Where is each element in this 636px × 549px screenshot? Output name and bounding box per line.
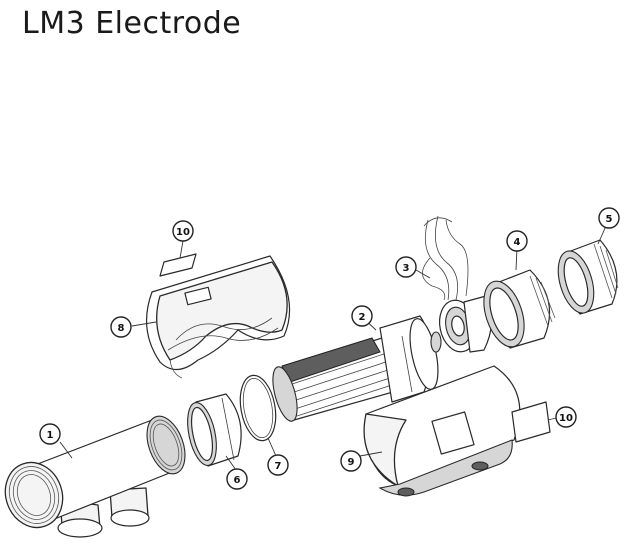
callout-5-label: 5 (606, 214, 613, 225)
callout-2-label: 2 (359, 312, 366, 323)
part-10-label-top (159, 253, 197, 277)
callout-6: 6 (226, 468, 248, 490)
part-5-end-nut (557, 239, 619, 315)
part-7-o-ring (239, 374, 277, 442)
part-6-union-ring (187, 393, 242, 467)
part-1-housing (4, 415, 186, 538)
callout-10-bottom: 10 (555, 406, 577, 428)
callout-4-label: 4 (514, 237, 521, 248)
callout-6-label: 6 (234, 475, 241, 486)
callout-3-label: 3 (403, 263, 410, 274)
page-title: LM3 Electrode (22, 6, 242, 41)
callout-7: 7 (267, 454, 289, 476)
callout-9-label: 9 (348, 457, 355, 468)
part-10-label-bottom (511, 401, 551, 443)
callout-9: 9 (340, 450, 362, 472)
part-4-threaded-ring (483, 269, 556, 349)
callout-1-label: 1 (47, 430, 54, 441)
callout-7-label: 7 (275, 461, 282, 472)
part-9-bottom-cover (363, 365, 521, 497)
callout-8-label: 8 (118, 323, 125, 334)
callout-8: 8 (110, 316, 132, 338)
callout-3: 3 (395, 256, 417, 278)
part-8-top-cover (146, 255, 291, 379)
callout-10-top: 10 (172, 220, 194, 242)
callout-2: 2 (351, 305, 373, 327)
leader-lines (59, 225, 607, 471)
part-2-electrode-cell (272, 315, 442, 422)
callout-10-bottom-label: 10 (559, 413, 573, 424)
callout-1: 1 (39, 423, 61, 445)
callout-4: 4 (506, 230, 528, 252)
callout-10-top-label: 10 (176, 227, 190, 238)
callout-5: 5 (598, 207, 620, 229)
